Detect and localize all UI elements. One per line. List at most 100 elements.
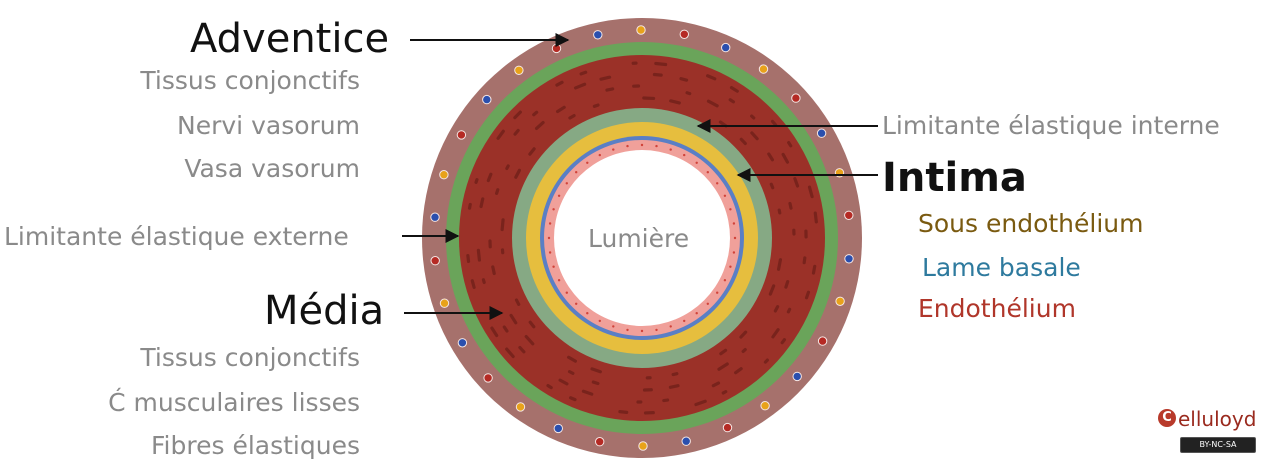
adventice-vessel bbox=[844, 210, 854, 221]
sous-endothelium-label: Sous endothélium bbox=[918, 209, 1144, 238]
muscle-cell bbox=[518, 345, 526, 354]
endothelial-nucleus bbox=[552, 265, 555, 268]
endothelial-nucleus bbox=[655, 144, 658, 148]
muscle-cell bbox=[706, 74, 717, 81]
muscle-cell bbox=[495, 188, 500, 196]
adventice-vessel bbox=[593, 30, 603, 40]
muscle-cell bbox=[662, 398, 670, 403]
endothelial-nucleus bbox=[733, 236, 737, 240]
muscle-cell bbox=[739, 137, 747, 146]
logo-mark-icon: C bbox=[1158, 409, 1176, 427]
muscle-cell bbox=[470, 279, 476, 289]
muscle-cell bbox=[788, 201, 793, 210]
muscle-cell bbox=[513, 128, 520, 136]
adventice-vessel bbox=[844, 254, 854, 264]
muscle-cell bbox=[599, 75, 612, 81]
media-muscle-cells bbox=[466, 61, 818, 415]
muscle-cell bbox=[502, 325, 509, 333]
adventice-vessel bbox=[514, 65, 524, 76]
muscle-cell bbox=[486, 172, 493, 183]
adventice-vessel bbox=[595, 437, 605, 447]
muscle-cell bbox=[481, 278, 486, 285]
muscle-cell bbox=[466, 254, 471, 263]
muscle-cell bbox=[643, 411, 655, 415]
adventice-vessel bbox=[636, 25, 646, 35]
endothelial-nucleus bbox=[723, 279, 727, 282]
endothelial-nucleus bbox=[575, 302, 578, 305]
muscle-cell bbox=[776, 258, 783, 271]
adventice-vessel bbox=[638, 441, 648, 451]
muscle-cell bbox=[546, 383, 553, 390]
adventice-vessel bbox=[760, 401, 770, 411]
endothelium-nuclei bbox=[547, 143, 737, 333]
muscle-cell bbox=[767, 152, 775, 162]
endothelial-nucleus bbox=[683, 319, 686, 323]
endothelial-nucleus bbox=[598, 319, 601, 323]
muscle-cell bbox=[669, 99, 681, 105]
endothelial-nucleus bbox=[706, 302, 709, 305]
muscle-cell bbox=[605, 87, 615, 92]
endothelial-nucleus bbox=[716, 291, 719, 294]
media-item: Ć musculaires lisses bbox=[108, 388, 360, 417]
muscle-cell bbox=[636, 400, 643, 404]
vasa-vasorum bbox=[430, 25, 854, 451]
endothelial-nucleus bbox=[626, 328, 629, 332]
muscle-cell bbox=[728, 98, 735, 104]
endothelial-nucleus bbox=[655, 328, 658, 332]
adventice-vessel bbox=[792, 371, 802, 382]
adventice-vessel bbox=[553, 423, 563, 434]
muscle-cell bbox=[500, 248, 505, 255]
muscle-cell bbox=[739, 330, 748, 339]
limitante-interne-label: Limitante élastique interne bbox=[882, 111, 1220, 140]
muscle-cell bbox=[528, 147, 536, 156]
muscle-cell bbox=[786, 307, 792, 314]
muscle-cell bbox=[773, 305, 780, 313]
adventice-vessel bbox=[679, 29, 689, 39]
muscle-cell bbox=[781, 152, 790, 164]
cc-license-text: BY-NC-SA bbox=[1199, 440, 1237, 449]
muscle-cell bbox=[505, 347, 515, 359]
adventice-item: Vasa vasorum bbox=[184, 154, 360, 183]
adventice-vessel bbox=[430, 256, 440, 266]
muscle-cell bbox=[652, 72, 663, 77]
intima-title: Intima bbox=[882, 155, 1027, 201]
muscle-cell bbox=[479, 197, 485, 209]
muscle-cell bbox=[642, 96, 656, 101]
endothelial-nucleus bbox=[557, 279, 561, 282]
endothelial-nucleus bbox=[547, 236, 551, 240]
muscle-cell bbox=[590, 367, 602, 374]
lumen bbox=[554, 150, 730, 326]
muscle-cell bbox=[802, 256, 807, 265]
endothelial-nucleus bbox=[683, 153, 686, 157]
adventice-vessel bbox=[758, 64, 769, 74]
muscle-cell bbox=[490, 326, 499, 338]
muscle-cell bbox=[768, 284, 776, 296]
adventice-vessel bbox=[816, 128, 827, 138]
muscle-cell bbox=[807, 185, 814, 199]
endothelial-nucleus bbox=[612, 325, 615, 328]
muscle-cell bbox=[618, 410, 629, 414]
muscle-cell bbox=[591, 380, 600, 386]
lame-basale-label: Lame basale bbox=[922, 253, 1081, 282]
endothelial-nucleus bbox=[706, 171, 709, 174]
adventice-vessel bbox=[835, 296, 845, 306]
muscle-cell bbox=[568, 114, 576, 120]
endothelial-nucleus bbox=[612, 148, 615, 151]
muscle-cell bbox=[721, 390, 728, 395]
muscle-cell bbox=[770, 119, 778, 127]
endothelial-nucleus bbox=[732, 251, 736, 254]
muscle-cell bbox=[694, 399, 707, 407]
muscle-cell bbox=[555, 105, 566, 114]
adventice-vessel bbox=[483, 373, 493, 383]
muscle-cell bbox=[474, 178, 479, 184]
muscle-cell bbox=[671, 372, 679, 377]
muscle-cell bbox=[793, 177, 800, 188]
endothelial-nucleus bbox=[640, 329, 644, 333]
muscle-cell bbox=[555, 80, 564, 87]
endothelial-nucleus bbox=[669, 148, 672, 151]
muscle-cell bbox=[513, 110, 522, 120]
endothelial-nucleus bbox=[723, 194, 727, 197]
muscle-cell bbox=[792, 228, 796, 236]
adventice-vessel bbox=[439, 298, 450, 308]
